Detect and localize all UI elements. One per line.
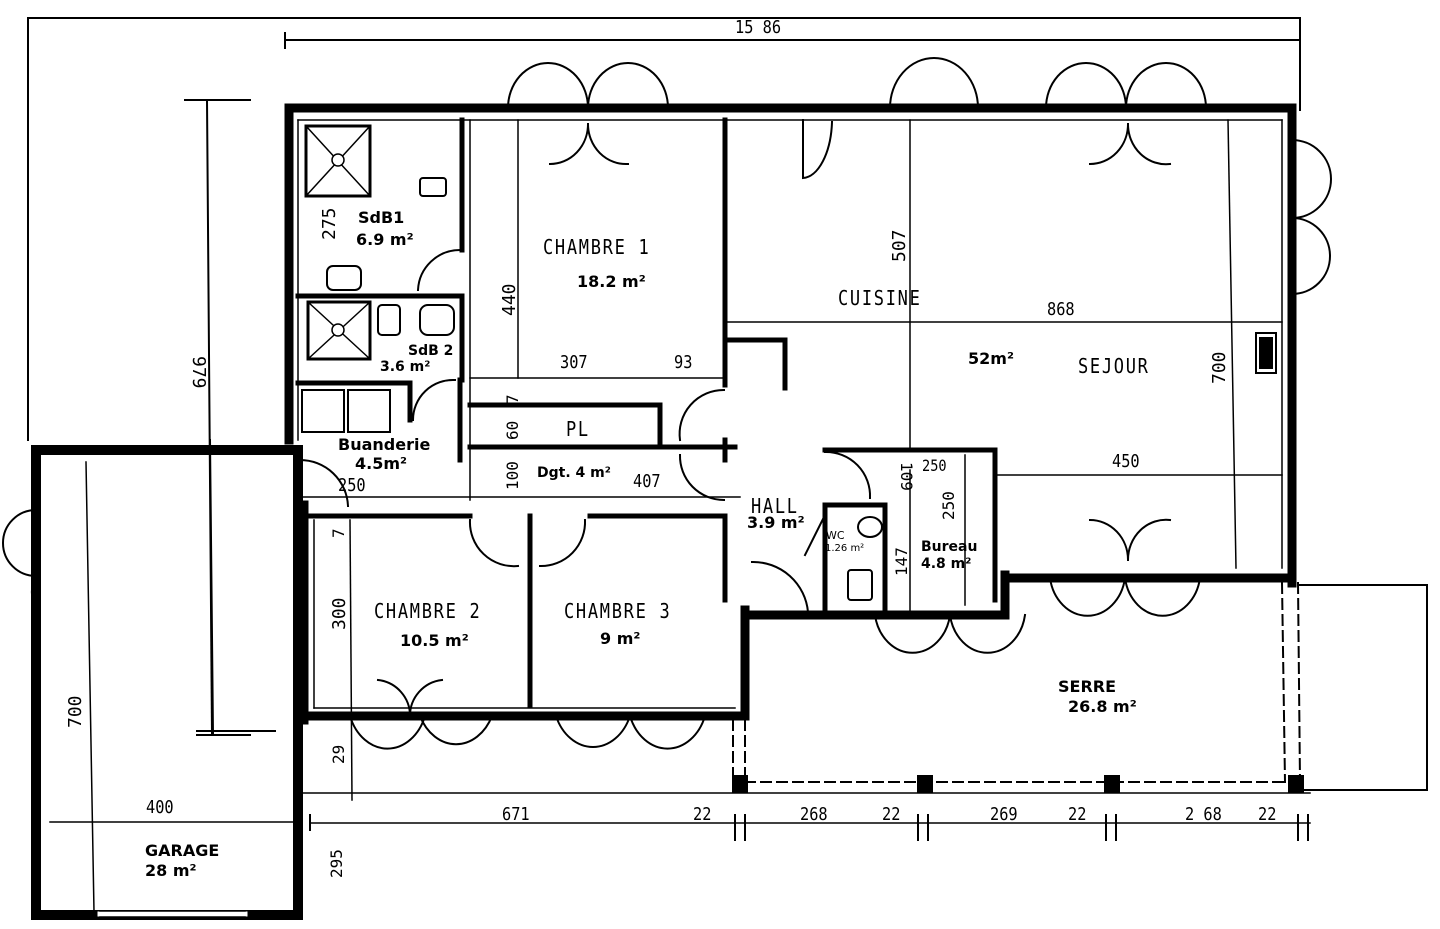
exterior-walls xyxy=(284,103,1297,725)
room-area-sejour: 52m² xyxy=(968,349,1014,368)
washing-machines xyxy=(301,389,391,433)
serre-outline xyxy=(732,581,1428,791)
dimension-chambre2-300: 300 xyxy=(329,597,350,630)
dimension-bottom-269: 269 xyxy=(990,804,1018,825)
dimension-chambre2-7: 7 xyxy=(329,528,348,538)
serre-posts xyxy=(732,775,1304,793)
room-area-bureau: 4.8 m² xyxy=(921,556,972,572)
room-area-sdb2: 3.6 m² xyxy=(380,359,431,375)
fixtures xyxy=(326,177,1277,601)
dimension-bureau-250-v: 250 xyxy=(939,491,958,520)
room-area-serre: 26.8 m² xyxy=(1068,697,1137,716)
room-label-sejour: SEJOUR xyxy=(1078,354,1150,378)
room-label-sdb1: SdB1 xyxy=(358,208,405,227)
dimension-sejour-700: 700 xyxy=(1209,351,1230,384)
dimension-bureau-250-h: 250 xyxy=(922,456,947,475)
dimension-dgt-100: 100 xyxy=(503,461,522,490)
room-label-bureau: Bureau xyxy=(921,539,978,555)
room-area-garage: 28 m² xyxy=(145,861,197,880)
dimension-garage-400: 400 xyxy=(146,797,174,818)
interior-walls xyxy=(295,117,998,709)
dimension-bottom-268-b: 2 68 xyxy=(1185,804,1222,825)
dimension-chambre1-93: 93 xyxy=(674,352,693,373)
room-label-pl: PL xyxy=(566,417,590,441)
room-area-chambre3: 9 m² xyxy=(600,629,641,648)
dimension-sejour-450: 450 xyxy=(1112,451,1140,472)
dimension-cuisine-507: 507 xyxy=(889,229,910,262)
garage-side-door[interactable] xyxy=(2,508,38,610)
room-area-wc: 1.26 m² xyxy=(825,543,865,554)
room-label-sdb2: SdB 2 xyxy=(408,343,454,359)
room-area-chambre1: 18.2 m² xyxy=(577,272,646,291)
dimension-bottom-22-c: 22 xyxy=(1068,804,1087,825)
dimension-garage-295: 295 xyxy=(327,849,346,878)
room-label-wc: WC xyxy=(826,529,845,542)
dimension-bottom-22-d: 22 xyxy=(1258,804,1277,825)
dimension-sejour-868: 868 xyxy=(1047,299,1075,320)
dimension-chambre2-29: 29 xyxy=(329,744,348,764)
dimension-chambre1-440: 440 xyxy=(499,283,520,316)
dimension-bottom-671: 671 xyxy=(502,804,530,825)
room-label-degagement: Dgt. 4 m² xyxy=(537,465,611,481)
room-area-chambre2: 10.5 m² xyxy=(400,631,469,650)
dimension-bottom-22-b: 22 xyxy=(882,804,901,825)
room-area-buanderie: 4.5m² xyxy=(355,454,408,473)
garage-walls xyxy=(31,438,303,920)
dimension-bottom-268-a: 268 xyxy=(800,804,828,825)
dimension-overall-width: 15 86 xyxy=(735,17,782,38)
dimension-pl-7: 7 xyxy=(503,394,522,404)
room-label-serre: SERRE xyxy=(1058,677,1117,696)
dimension-dgt-407: 407 xyxy=(633,471,661,492)
dimension-overall-depth: 979 xyxy=(188,356,209,389)
dimension-wc-109: 109 xyxy=(897,462,916,491)
dimension-bottom-22-a: 22 xyxy=(693,804,712,825)
dimension-pl-60: 60 xyxy=(503,420,522,440)
dimension-ticks-bottom xyxy=(309,814,1309,841)
room-label-chambre1: CHAMBRE 1 xyxy=(543,235,651,259)
room-area-sdb1: 6.9 m² xyxy=(356,230,414,249)
room-label-chambre2: CHAMBRE 2 xyxy=(374,599,482,623)
dimension-line-overall-depth xyxy=(184,98,251,737)
room-label-hall: HALL xyxy=(751,494,799,518)
room-label-garage: GARAGE xyxy=(145,841,220,860)
dimension-garage-700: 700 xyxy=(65,695,86,728)
room-area-hall: 3.9 m² xyxy=(747,513,805,532)
door-swings[interactable] xyxy=(298,57,1332,750)
shower-sdb2 xyxy=(306,300,372,361)
thin-lines xyxy=(297,119,1311,824)
dimension-chambre1-307: 307 xyxy=(560,352,588,373)
dimension-wc-147: 147 xyxy=(892,547,911,576)
dimension-line-overall-width xyxy=(284,32,1301,49)
room-label-buanderie: Buanderie xyxy=(338,435,431,454)
room-label-chambre3: CHAMBRE 3 xyxy=(564,599,672,623)
shower-sdb1 xyxy=(304,124,372,198)
dimension-sdb-275: 275 xyxy=(319,207,340,240)
dimension-dgt-250: 250 xyxy=(338,475,366,496)
room-label-cuisine: CUISINE xyxy=(838,286,922,310)
